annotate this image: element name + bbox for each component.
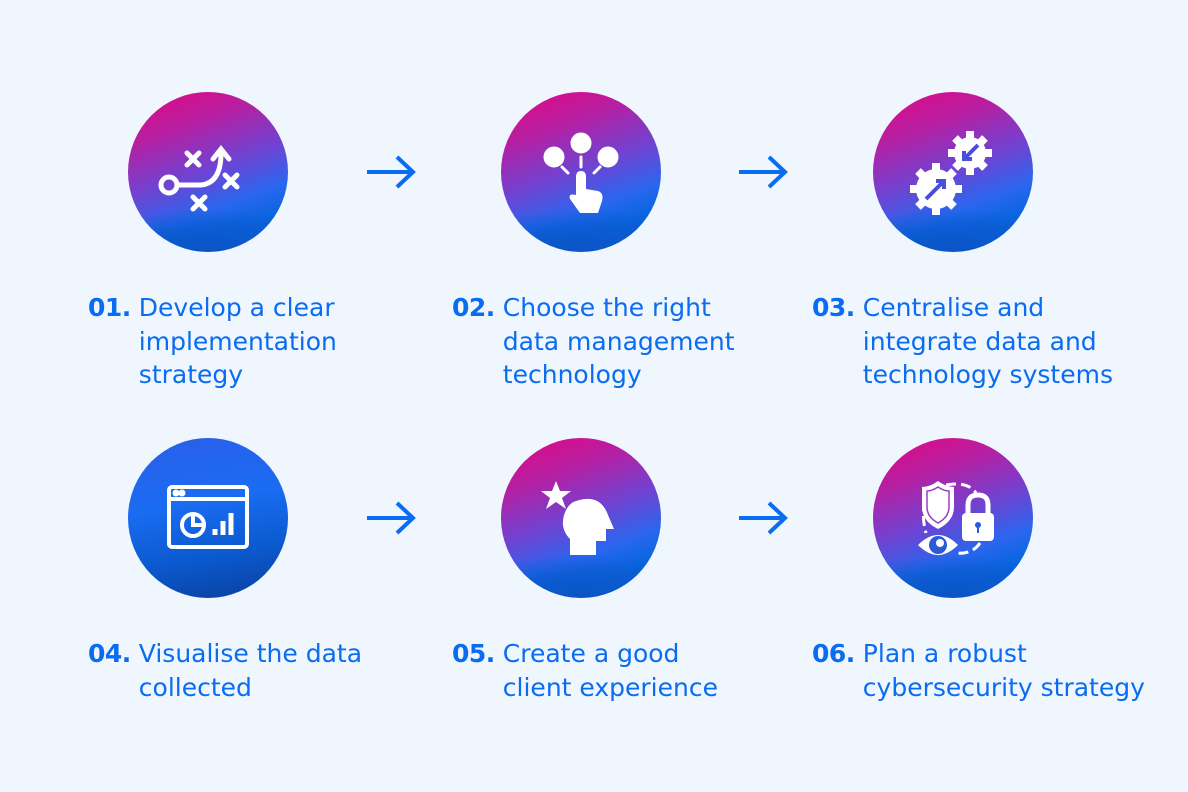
step-2-circle xyxy=(501,92,661,252)
step-label: Create a good client experience xyxy=(502,639,718,702)
step-number: 06. xyxy=(812,639,855,668)
step-label: Centralise and integrate data and techno… xyxy=(862,293,1113,389)
arrow-right-icon xyxy=(739,501,788,535)
step-number: 02. xyxy=(452,293,495,322)
step-number: 04. xyxy=(88,639,131,668)
step-6: 06. Plan a robust cybersecurity strategy xyxy=(812,637,1145,704)
hand-select-icon xyxy=(543,132,619,213)
gears-icon xyxy=(910,131,992,215)
step-label: Plan a robust cybersecurity strategy xyxy=(862,639,1145,702)
arrow-right-icon xyxy=(739,155,788,189)
step-6-circle xyxy=(873,438,1033,598)
step-3-circle xyxy=(873,92,1033,252)
arrow-right-icon xyxy=(367,155,416,189)
step-number: 05. xyxy=(452,639,495,668)
step-label: Develop a clear implementation strategy xyxy=(138,293,337,389)
step-2: 02. Choose the right data management tec… xyxy=(452,291,735,392)
step-number: 01. xyxy=(88,293,131,322)
step-1-circle xyxy=(128,92,288,252)
step-4-circle xyxy=(128,438,288,598)
step-number: 03. xyxy=(812,293,855,322)
arrow-right-icon xyxy=(367,501,416,535)
strategy-play-icon xyxy=(158,144,240,212)
step-3: 03. Centralise and integrate data and te… xyxy=(812,291,1113,392)
step-label: Choose the right data management technol… xyxy=(502,293,735,389)
dashboard-icon xyxy=(167,485,249,549)
step-4: 04. Visualise the data collected xyxy=(88,637,362,704)
step-5: 05. Create a good client experience xyxy=(452,637,718,704)
step-1: 01. Develop a clear implementation strat… xyxy=(88,291,337,392)
security-icon xyxy=(918,481,994,555)
step-5-circle xyxy=(501,438,661,598)
step-label: Visualise the data collected xyxy=(138,639,363,702)
head-star-icon xyxy=(541,481,614,555)
